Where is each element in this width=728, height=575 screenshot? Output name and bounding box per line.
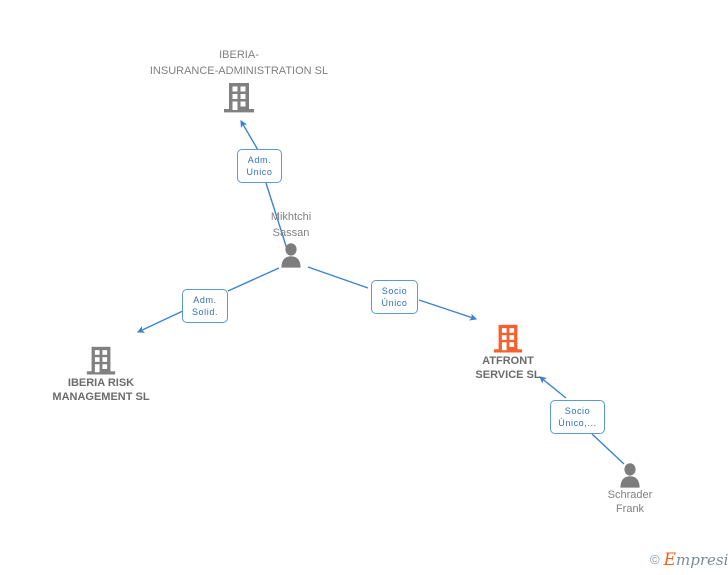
node-iberia-risk[interactable]: IBERIA RISK MANAGEMENT SL [36, 344, 166, 404]
node-label-line2: INSURANCE-ADMINISTRATION SL [149, 65, 329, 77]
edge-label-socio-unico[interactable]: Socio Único [371, 280, 418, 314]
edge-schrader-to-sociounicomas [591, 433, 625, 465]
building-icon [493, 324, 523, 353]
edge-label-adm-solid[interactable]: Adm. Solid. [182, 289, 228, 323]
node-label-line2: SERVICE SL [475, 369, 541, 381]
edge-label-line1: Socio [381, 286, 408, 296]
building-icon [86, 346, 116, 375]
watermark-brand-initial: E [663, 550, 677, 570]
node-label-line2: MANAGEMENT SL [52, 391, 150, 403]
node-label-line2: Frank [615, 503, 645, 515]
node-mikhtchi-sassan[interactable]: Mikhtchi Sassan [236, 210, 346, 268]
edge-label-line1: Adm. [247, 155, 272, 165]
edge-label-line1: Adm. [193, 295, 217, 305]
node-label-line1: IBERIA- [219, 49, 259, 61]
edge-label-line2: Único,... [558, 418, 597, 428]
edge-label-socio-unico-mas[interactable]: Socio Único,... [550, 400, 605, 434]
node-atfront-service[interactable]: ATFRONT SERVICE SL [453, 322, 563, 382]
copyright-icon: © [650, 552, 660, 567]
node-label-line1: Schrader [607, 489, 653, 501]
node-label-line1: ATFRONT [482, 355, 534, 367]
node-label-line2: Sassan [272, 227, 310, 239]
building-icon [224, 83, 254, 113]
node-label-line1: IBERIA RISK [67, 377, 135, 389]
watermark-brand-rest: mpresia [676, 551, 728, 569]
edge-admsolid-to-iberia-risk [136, 309, 186, 333]
edge-label-line1: Socio [564, 406, 591, 416]
edge-admunico-to-iberia-insurance [240, 119, 259, 151]
watermark-empresia: © E mpresia [650, 551, 728, 569]
person-icon [281, 243, 301, 268]
node-label-line1: Mikhtchi [270, 211, 312, 223]
edge-label-line2: Solid. [191, 307, 219, 317]
person-icon [620, 463, 640, 488]
node-schrader-frank[interactable]: Schrader Frank [578, 462, 682, 516]
edge-mikhtchi-to-admsolid [227, 267, 280, 292]
edge-mikhtchi-to-sociounico [307, 266, 369, 289]
edge-label-adm-unico[interactable]: Adm. Unico [237, 149, 282, 183]
edge-label-line2: Unico [246, 167, 273, 177]
edge-label-line2: Único [381, 298, 408, 308]
edge-sociounico-to-atfront [418, 299, 478, 321]
node-iberia-insurance[interactable]: IBERIA- INSURANCE-ADMINISTRATION SL [124, 48, 354, 114]
